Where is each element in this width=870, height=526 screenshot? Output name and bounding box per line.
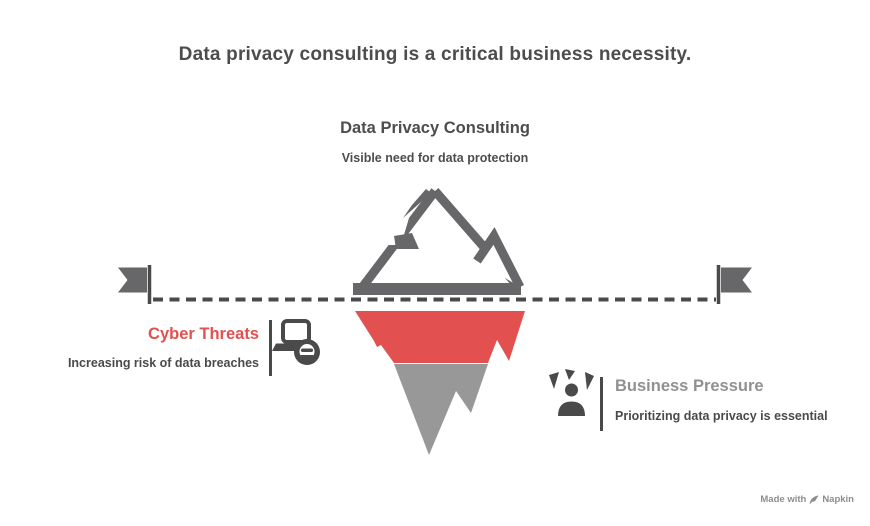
page-title: Data privacy consulting is a critical bu… [178, 44, 692, 65]
business-pressure-callout: Business Pressure Prioritizing data priv… [615, 377, 828, 423]
diagram-subheading: Visible need for data protection [341, 151, 529, 165]
mountain-icon [353, 188, 525, 295]
cyber-threats-description: Increasing risk of data breaches [67, 356, 259, 370]
diagram-heading: Data Privacy Consulting [340, 119, 530, 137]
business-pressure-title: Business Pressure [615, 377, 764, 395]
made-with-napkin-credit: Made with Napkin [760, 494, 854, 505]
laptop-security-lock-icon [272, 319, 320, 365]
person-pressure-icon [549, 369, 594, 416]
cyber-threats-callout: Cyber Threats Increasing risk of data br… [68, 325, 259, 370]
business-pressure-description: Prioritizing data privacy is essential [615, 409, 828, 423]
flag-right-icon [716, 265, 752, 304]
brand-name: Napkin [822, 494, 854, 505]
credit-prefix: Made with [760, 494, 807, 505]
napkin-pen-icon [809, 495, 819, 504]
cyber-threats-title: Cyber Threats [148, 325, 259, 343]
iceberg-red-section [355, 311, 525, 363]
flag-left-icon [118, 265, 152, 304]
iceberg-gray-section [394, 364, 488, 455]
